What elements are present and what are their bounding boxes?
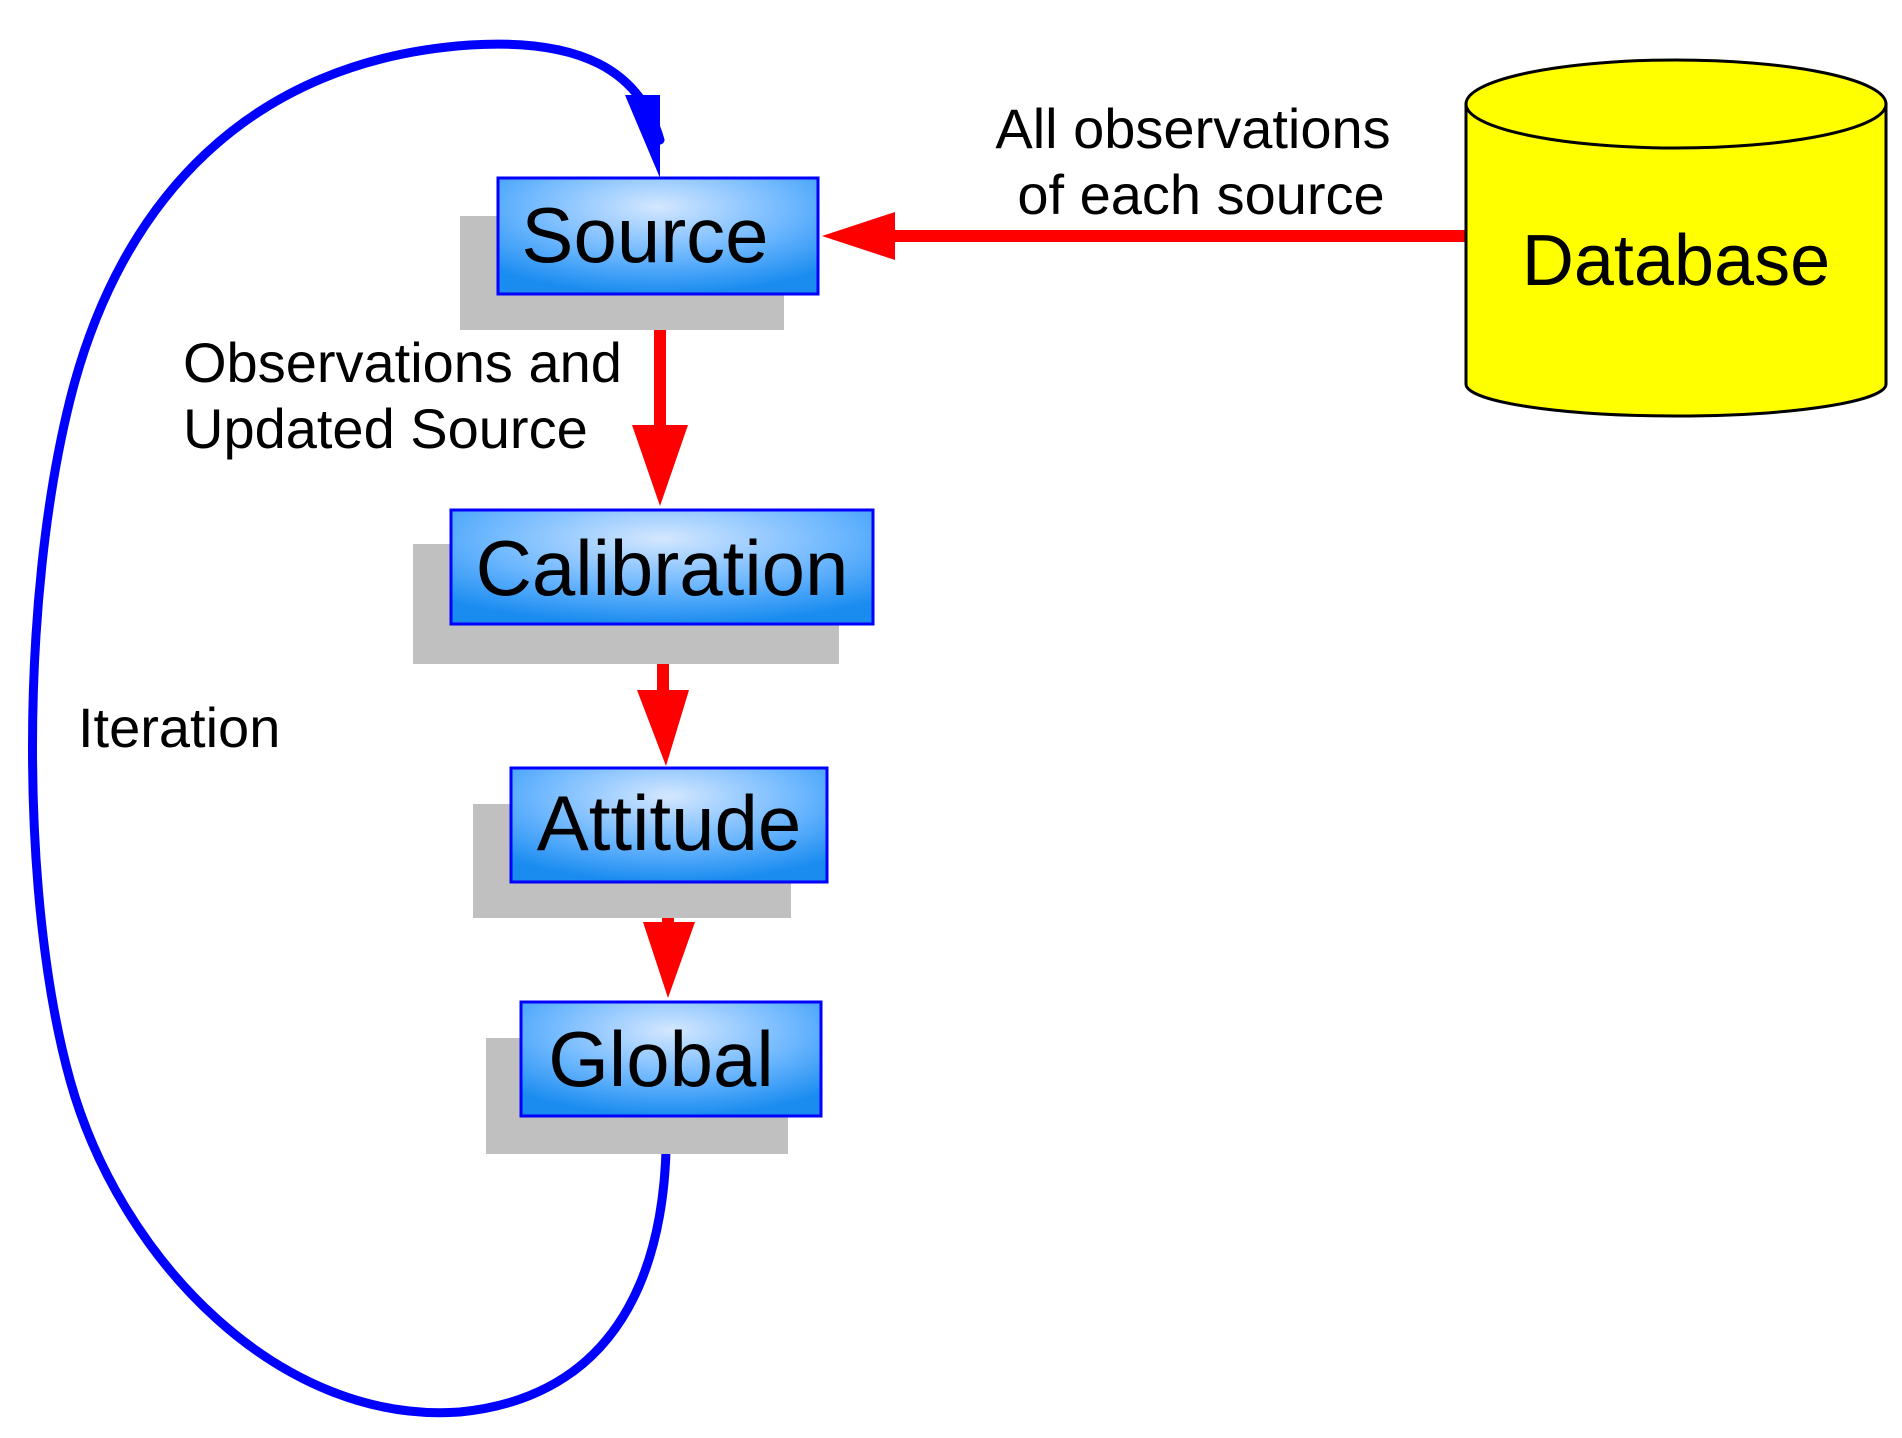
global-node: Global <box>486 1000 823 1154</box>
calibration-label: Calibration <box>476 524 849 612</box>
calibration-to-attitude-arrowhead <box>637 690 689 766</box>
edge-labels: All observations of each source Observat… <box>78 97 1391 759</box>
calibration-node: Calibration <box>413 508 875 664</box>
db-to-source-label-line1: All observations <box>995 97 1390 160</box>
calibration-box <box>449 508 875 626</box>
database-label: Database <box>1522 221 1830 301</box>
attitude-label: Attitude <box>537 779 802 867</box>
database-top <box>1464 58 1888 150</box>
global-label: Global <box>548 1015 773 1103</box>
database-node: Database <box>1464 58 1888 418</box>
attitude-to-global-arrowhead <box>643 922 695 998</box>
source-box <box>496 176 820 296</box>
db-to-source-label-line2: of each source <box>1017 163 1384 226</box>
attitude-box <box>509 766 829 884</box>
iteration-label: Iteration <box>78 696 280 759</box>
db-to-source-arrowhead <box>822 212 895 260</box>
iteration-loop <box>28 39 671 1418</box>
source-to-calibration-label-line2: Updated Source <box>183 397 588 460</box>
source-to-calibration-arrowhead <box>632 425 688 506</box>
source-label: Source <box>521 191 768 279</box>
attitude-node: Attitude <box>473 766 829 918</box>
database-body <box>1464 102 1888 418</box>
global-box <box>519 1000 823 1118</box>
iteration-arrowhead <box>625 95 660 178</box>
source-to-calibration-label-line1: Observations and <box>183 331 622 394</box>
source-node: Source <box>460 176 820 330</box>
